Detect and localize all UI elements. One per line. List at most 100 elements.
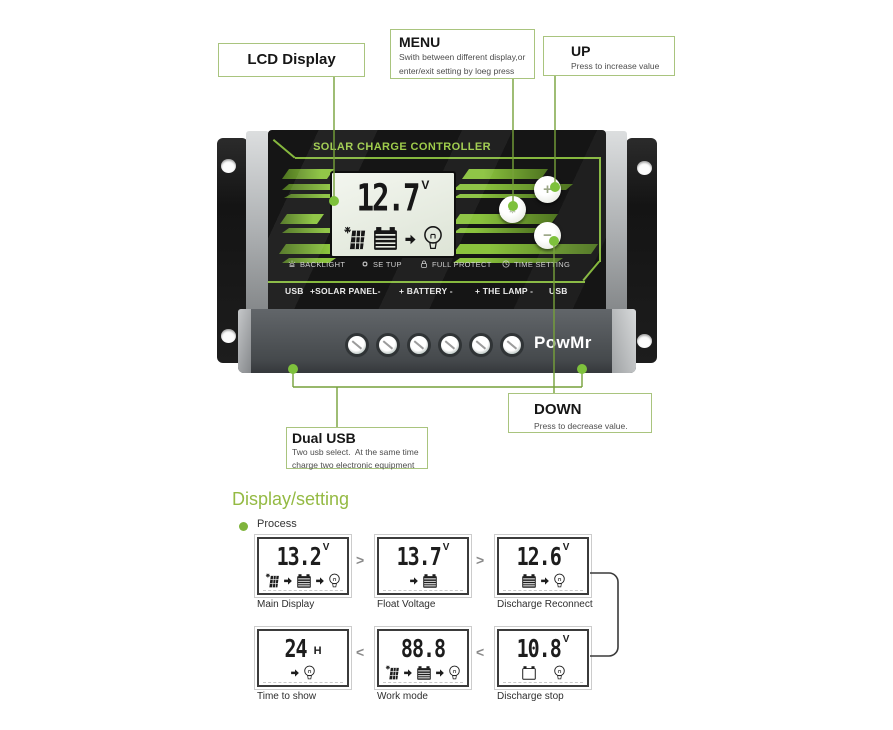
bulb-icon	[553, 573, 566, 589]
callout-title: Dual USB	[292, 430, 356, 446]
screen-icon-row	[499, 665, 587, 681]
screen-value: 24	[284, 633, 307, 663]
port-label: USB	[549, 286, 568, 296]
screen-icon-row	[259, 572, 347, 589]
solar-panel-icon	[265, 572, 280, 589]
backlight-icon	[287, 259, 297, 269]
callout-desc: enter/exit setting by loeg press	[399, 66, 515, 77]
screen-icon-row	[499, 573, 587, 589]
port-label: + BATTERY -	[399, 286, 453, 296]
terminal-screw	[348, 336, 366, 354]
minus-icon: −	[543, 227, 552, 244]
screw-hole	[637, 161, 652, 175]
controller-front-panel: SOLAR CHARGE CONTROLLER 12.7 V	[268, 130, 606, 310]
screen-value: 12.6	[516, 541, 562, 571]
screw-hole	[221, 159, 236, 173]
bulb-icon	[448, 665, 461, 681]
function-label-full-protect: FULL PROTECT	[419, 259, 492, 269]
gear-icon	[360, 259, 370, 269]
callout-desc: Press to decrease value.	[534, 420, 628, 431]
green-stripe	[453, 244, 598, 254]
side-trim-left	[246, 131, 269, 309]
screen-value: 13.2	[276, 541, 322, 571]
green-stripe	[280, 214, 324, 224]
side-trim-right	[604, 131, 627, 309]
terminal-screw	[472, 336, 490, 354]
battery-empty-icon	[521, 665, 537, 681]
bullet-icon	[239, 522, 248, 531]
arrow-icon	[283, 576, 293, 586]
green-stripe	[453, 228, 540, 233]
screen-value: 10.8	[516, 633, 562, 663]
port-label: +SOLAR PANEL-	[310, 286, 381, 296]
callout-menu: MENU Swith between different display,or …	[390, 29, 535, 79]
process-screen: 88.8	[374, 626, 472, 690]
screen-unit: V	[322, 542, 330, 553]
terminal-screw	[379, 336, 397, 354]
menu-button[interactable]	[499, 196, 526, 223]
function-label-backlight: BACKLIGHT	[287, 259, 345, 269]
solar-panel-icon	[385, 664, 400, 681]
brand-logo: PowMr	[534, 333, 592, 352]
lock-icon	[419, 259, 429, 269]
chevron-left-icon: <	[356, 644, 365, 660]
terminal-screw	[410, 336, 428, 354]
up-button[interactable]: +	[534, 176, 561, 203]
callout-desc: Two usb select. At the same time	[292, 447, 419, 458]
callout-title: MENU	[399, 34, 441, 50]
arrow-icon	[404, 233, 417, 246]
callout-lcd-display: LCD Display	[218, 43, 365, 77]
callout-up: UP Press to increase value	[543, 36, 675, 76]
device-title: SOLAR CHARGE CONTROLLER	[313, 141, 491, 153]
port-label: USB	[285, 286, 304, 296]
clock-icon	[501, 259, 511, 269]
battery-icon	[372, 225, 399, 252]
lcd-unit: V	[421, 178, 430, 192]
arrow-icon	[315, 576, 325, 586]
bulb-icon	[553, 665, 566, 681]
screen-unit: H	[313, 645, 322, 657]
callout-dual-usb: Dual USB Two usb select. At the same tim…	[286, 427, 428, 470]
callout-desc: Swith between different display,or	[399, 52, 526, 63]
function-label-time-setting: TIME SETTING	[501, 259, 570, 269]
port-label: + THE LAMP -	[475, 286, 534, 296]
chevron-left-icon: <	[476, 644, 485, 660]
screen-label: Discharge stop	[497, 691, 564, 702]
lcd-value: 12.7	[356, 176, 421, 220]
battery-icon	[521, 573, 537, 589]
terminal-block: PowMr	[238, 309, 636, 373]
down-button[interactable]: −	[534, 222, 561, 249]
screw-hole	[221, 329, 236, 343]
screen-icon-row	[379, 664, 467, 681]
arrow-icon	[540, 576, 550, 586]
arrow-icon	[290, 668, 300, 678]
screen-label: Time to show	[257, 691, 317, 702]
terminal-screw	[503, 336, 521, 354]
process-screen: 24 H	[254, 626, 352, 690]
screen-unit: V	[442, 542, 450, 553]
screen-label: Work mode	[377, 691, 428, 702]
screw-hole	[637, 334, 652, 348]
section-heading: Display/setting	[232, 489, 350, 509]
port-label-row: USB +SOLAR PANEL- + BATTERY - + THE LAMP - U…	[268, 286, 606, 300]
callout-down: DOWN Press to decrease value.	[508, 393, 652, 433]
battery-icon	[416, 665, 432, 681]
plus-icon: +	[543, 181, 552, 198]
screen-value: 13.7	[396, 541, 442, 571]
bulb-icon	[328, 573, 341, 589]
arrow-icon	[403, 668, 413, 678]
trim-line	[268, 281, 585, 283]
solar-panel-icon	[343, 224, 367, 252]
screen-value: 88.8	[400, 633, 446, 663]
screen-label: Float Voltage	[377, 599, 436, 610]
chevron-right-icon: >	[356, 552, 365, 568]
screen-label: Main Display	[257, 599, 315, 610]
section-subheading: Process	[257, 518, 297, 530]
screen-icon-row	[379, 573, 467, 589]
arrow-icon	[409, 576, 419, 586]
callout-title: DOWN	[534, 401, 582, 418]
